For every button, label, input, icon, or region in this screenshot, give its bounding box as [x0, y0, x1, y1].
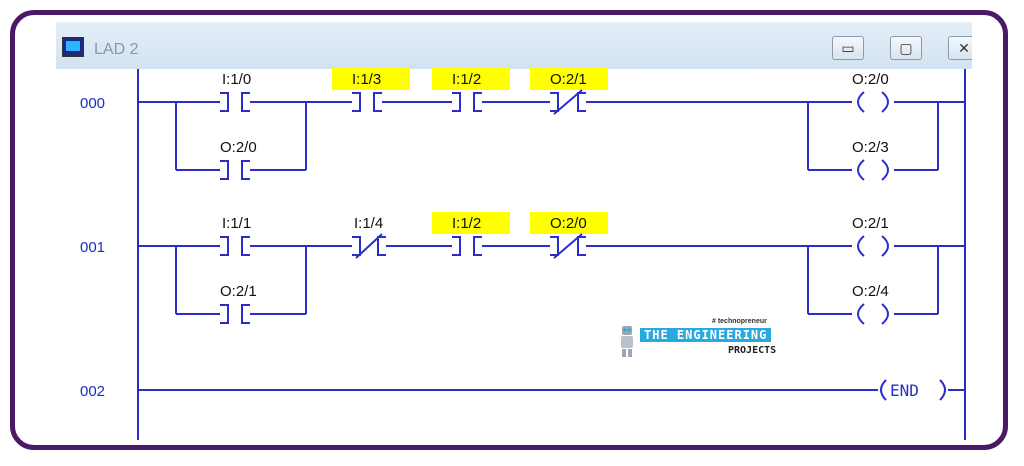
robot-icon: [621, 326, 633, 357]
rung-number: 000: [80, 95, 105, 112]
contact-o-2-1-branch[interactable]: O:2/1: [220, 283, 257, 324]
rung-number: 002: [80, 383, 105, 400]
title-bar[interactable]: LAD 2 ▭ ▢ ✕: [56, 22, 972, 69]
contact-label: I:1/4: [354, 215, 383, 232]
window-title: LAD 2: [94, 41, 139, 58]
contact-i-1-3[interactable]: I:1/3: [332, 68, 410, 112]
watermark-logo: # technopreneur THE ENGINEERING PROJECTS: [616, 318, 776, 362]
contact-label: I:1/2: [452, 215, 481, 232]
close-button[interactable]: ✕: [948, 36, 972, 60]
contact-o-2-1-nc[interactable]: O:2/1: [530, 68, 608, 115]
contact-label: O:2/0: [220, 139, 257, 156]
rung-000[interactable]: 000 I:1/0 O:2/: [80, 68, 965, 181]
coil-o-2-0[interactable]: O:2/0: [852, 71, 889, 113]
coil-o-2-4[interactable]: O:2/4: [852, 283, 889, 325]
contact-i-1-4-nc[interactable]: I:1/4: [352, 215, 386, 259]
rails: [137, 69, 966, 440]
contact-o-2-0-nc[interactable]: O:2/0: [530, 212, 608, 259]
contact-i-1-0[interactable]: I:1/0: [220, 71, 251, 112]
minimize-button[interactable]: ▭: [832, 36, 864, 60]
contact-label: O:2/1: [220, 283, 257, 300]
ladder-window: LAD 2 ▭ ▢ ✕ 000: [56, 22, 972, 440]
rung-001[interactable]: 001 I:1/1 O:2/: [80, 212, 965, 325]
ladder-diagram: 000 I:1/0 O:2/: [80, 68, 966, 440]
rung-number: 001: [80, 239, 105, 256]
contact-o-2-0-branch[interactable]: O:2/0: [220, 139, 257, 180]
contact-i-1-1[interactable]: I:1/1: [220, 215, 251, 256]
watermark-subtitle: PROJECTS: [728, 345, 777, 356]
maximize-button[interactable]: ▢: [890, 36, 922, 60]
coil-label: O:2/3: [852, 139, 889, 156]
end-label: END: [890, 381, 919, 400]
contact-label: I:1/0: [222, 71, 251, 88]
watermark-title: THE ENGINEERING: [640, 328, 772, 342]
coil-o-2-3[interactable]: O:2/3: [852, 139, 889, 181]
contact-label: O:2/1: [550, 71, 587, 88]
end-instruction[interactable]: END: [880, 379, 946, 401]
contact-i-1-2[interactable]: I:1/2: [432, 68, 510, 112]
contact-label: I:1/3: [352, 71, 381, 88]
contact-label: O:2/0: [550, 215, 587, 232]
app-icon: [62, 37, 84, 57]
coil-label: O:2/4: [852, 283, 889, 300]
rung-002[interactable]: 002 END: [80, 379, 965, 401]
coil-label: O:2/1: [852, 215, 889, 232]
coil-o-2-1[interactable]: O:2/1: [852, 215, 889, 257]
coil-label: O:2/0: [852, 71, 889, 88]
watermark-tagline: # technopreneur: [712, 318, 767, 325]
contact-i-1-2[interactable]: I:1/2: [432, 212, 510, 256]
contact-label: I:1/1: [222, 215, 251, 232]
contact-label: I:1/2: [452, 71, 481, 88]
